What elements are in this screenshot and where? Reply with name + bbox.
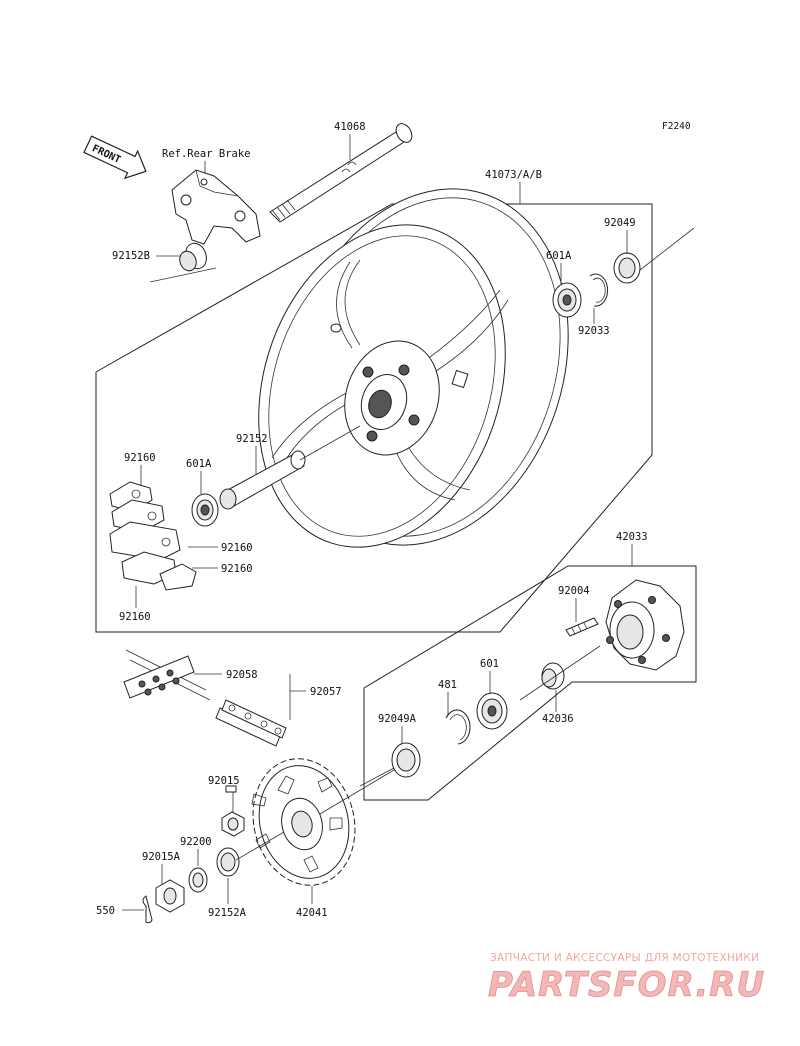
callout-92160-c: 92160 <box>221 563 253 575</box>
callout-92160-d: 92160 <box>119 611 151 623</box>
ref-rear-brake-label: Ref.Rear Brake <box>162 148 251 160</box>
callout-92033: 92033 <box>578 325 610 337</box>
callout-92015: 92015 <box>208 775 240 787</box>
seal-92049 <box>613 252 641 284</box>
rear-wheel <box>258 188 569 548</box>
watermark-logo: PARTSFOR.RU <box>488 965 765 1005</box>
figure-code: F2240 <box>662 121 691 132</box>
collar-42036 <box>541 662 565 690</box>
nut-92015 <box>221 785 245 837</box>
cotter-pin-550 <box>142 895 153 924</box>
rear-axle <box>269 123 413 223</box>
callout-42033: 42033 <box>616 531 648 543</box>
callout-92200: 92200 <box>180 836 212 848</box>
callout-92004: 92004 <box>558 585 590 597</box>
front-arrow-icon: FRONT <box>83 135 147 180</box>
castle-nut-92015a <box>155 879 185 913</box>
hub-damper-rubbers <box>109 481 197 591</box>
sprocket-carrier <box>605 579 685 671</box>
collar-92152b <box>179 242 207 272</box>
circlip-481 <box>445 709 471 745</box>
callout-92152b: 92152B <box>112 250 150 262</box>
rear-sprocket <box>251 758 356 886</box>
callout-92015a: 92015A <box>142 851 181 863</box>
brake-bracket <box>171 169 261 245</box>
callout-92058: 92058 <box>226 669 258 681</box>
collar-92152 <box>219 450 306 510</box>
callout-601: 601 <box>480 658 499 670</box>
callout-601a-left: 601A <box>186 458 212 470</box>
washer-92200 <box>188 867 208 893</box>
drive-chain <box>123 649 287 747</box>
callout-92160-b: 92160 <box>221 542 253 554</box>
callout-41068: 41068 <box>334 121 366 133</box>
callout-481: 481 <box>438 679 457 691</box>
bearing-601 <box>476 692 508 730</box>
callout-42041: 42041 <box>296 907 328 919</box>
wheel-assembly-frame <box>95 203 653 633</box>
callout-92160-a: 92160 <box>124 452 156 464</box>
sprocket-assembly-frame <box>363 565 697 801</box>
bearing-601a-left <box>191 493 219 527</box>
callout-92152: 92152 <box>236 433 268 445</box>
callout-92152a: 92152A <box>208 907 247 919</box>
circlip-92033 <box>589 273 609 307</box>
callout-92049: 92049 <box>604 217 636 229</box>
seal-92049a <box>391 742 421 778</box>
callout-41073: 41073/A/B <box>485 169 542 181</box>
collar-92152a <box>216 847 240 877</box>
callout-550: 550 <box>96 905 115 917</box>
callout-92057: 92057 <box>310 686 342 698</box>
watermark-tagline: ЗАПЧАСТИ И АКСЕССУАРЫ ДЛЯ МОТОТЕХНИКИ <box>490 952 759 964</box>
callout-92049a: 92049A <box>378 713 417 725</box>
stud-92004 <box>565 617 599 637</box>
callout-601a-top: 601A <box>546 250 572 262</box>
callout-42036: 42036 <box>542 713 574 725</box>
bearing-601a-top <box>552 282 582 318</box>
